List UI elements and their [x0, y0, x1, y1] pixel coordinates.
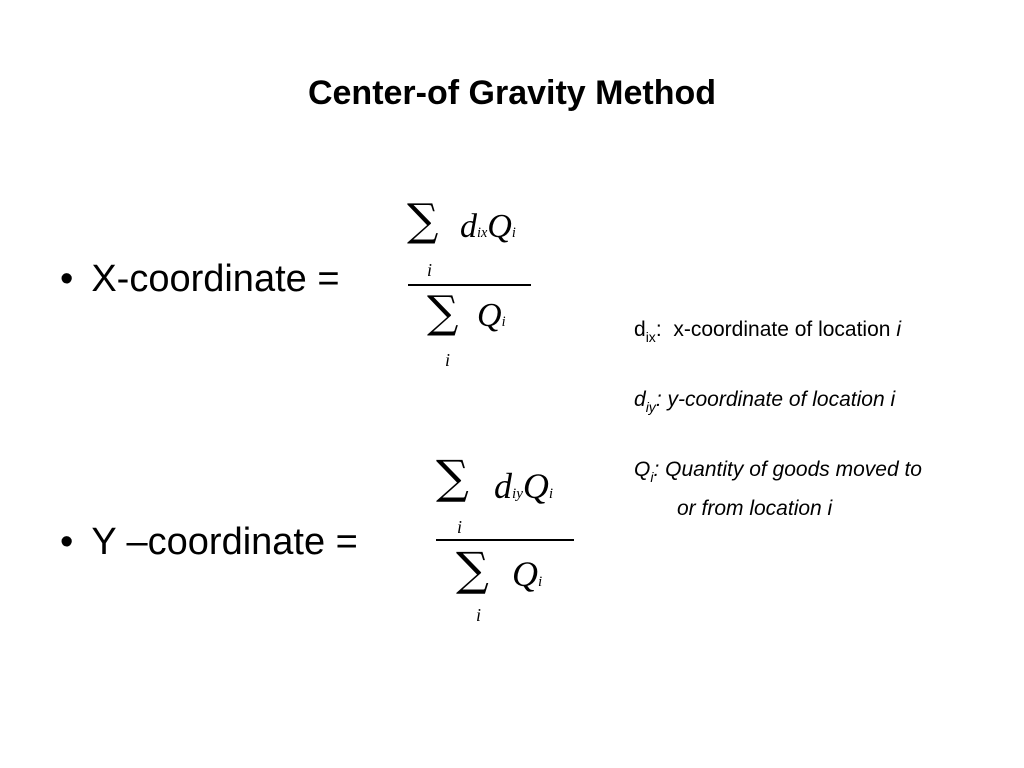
bullet-marker: • [60, 258, 74, 300]
sum-symbol: ∑ [407, 195, 439, 246]
legend-qi-continued: or from location i [677, 497, 833, 520]
y-coordinate-formula: ∑ diyQi i ∑ Qi i [430, 450, 580, 630]
sum-index: i [445, 350, 451, 370]
denominator-term: Qi [512, 556, 542, 592]
denominator-term: Qi [477, 299, 506, 333]
x-coordinate-formula: ∑ dixQi i ∑ Qi i [405, 195, 535, 375]
legend-text: x-coordinate of location [673, 318, 891, 341]
x-coordinate-label: X-coordinate = [91, 258, 340, 300]
q-symbol: Q [522, 466, 549, 506]
legend-subscript: ix [645, 329, 656, 345]
bullet-marker: • [60, 521, 74, 563]
variable-legend: dix: x-coordinate of location i diy: y-c… [634, 314, 922, 524]
q-symbol: Q [487, 208, 512, 245]
sum-index: i [427, 260, 433, 280]
d-symbol: d [460, 208, 477, 245]
q-symbol: Q [477, 297, 502, 334]
fraction-bar [408, 284, 531, 286]
legend-variable: i [896, 318, 901, 341]
legend-symbol: d [634, 388, 646, 411]
y-coordinate-label: Y –coordinate = [91, 521, 358, 563]
q-subscript: i [511, 225, 516, 241]
sum-index: i [476, 605, 482, 625]
legend-symbol: d [634, 318, 646, 341]
legend-qi: Qi: Quantity of goods moved to [634, 454, 922, 493]
legend-dix: dix: x-coordinate of location i [634, 314, 922, 353]
legend-text: Quantity of goods moved to [665, 458, 922, 481]
legend-diy: diy: y-coordinate of location i [634, 384, 922, 423]
legend-text: y-coordinate of location i [667, 388, 896, 411]
numerator-term: dixQi [460, 210, 516, 244]
page-title: Center-of Gravity Method [307, 74, 717, 112]
sum-symbol: ∑ [427, 287, 459, 338]
sum-symbol: ∑ [456, 542, 489, 596]
fraction-bar [436, 539, 574, 541]
bullet-x-coordinate: • X-coordinate = [60, 258, 340, 301]
legend-subscript: iy [645, 399, 656, 415]
d-subscript: iy [512, 486, 523, 502]
numerator-term: diyQi [494, 468, 553, 504]
bullet-y-coordinate: • Y –coordinate = [60, 521, 358, 564]
d-subscript: ix [477, 225, 488, 241]
legend-subscript: i [650, 469, 654, 485]
q-symbol: Q [512, 554, 538, 594]
legend-separator: : [655, 318, 662, 341]
q-subscript: i [538, 574, 543, 590]
sum-index: i [457, 517, 463, 537]
d-symbol: d [494, 466, 512, 506]
legend-symbol: Q [634, 458, 651, 481]
q-subscript: i [548, 486, 554, 502]
legend-separator: : [655, 388, 662, 411]
legend-separator: : [653, 458, 660, 481]
q-subscript: i [501, 314, 506, 330]
sum-symbol: ∑ [436, 450, 469, 504]
